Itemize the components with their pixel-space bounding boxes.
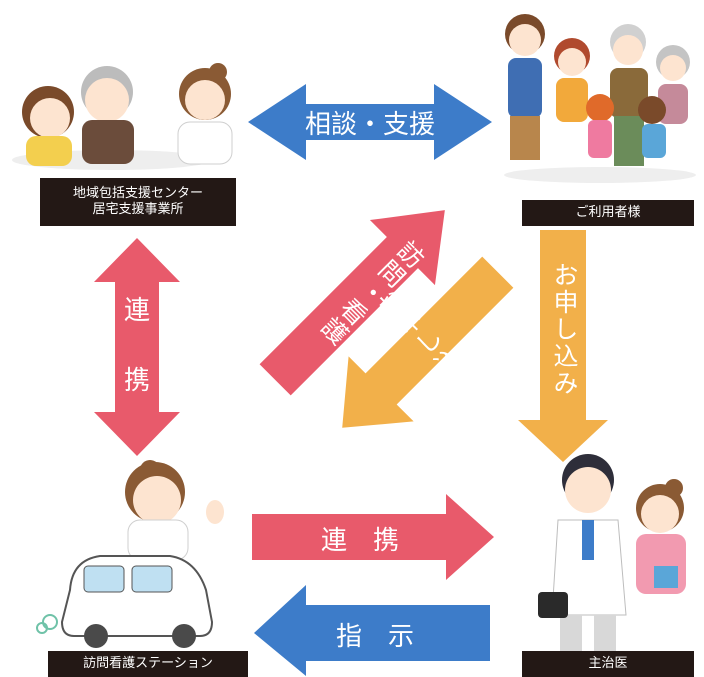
consult-support-arrow [248, 84, 492, 160]
apply-vertical-arrow [518, 230, 608, 462]
users-label-text: ご利用者様 [575, 204, 641, 220]
nursing-station-label-text: 訪問看護ステーション [83, 655, 213, 671]
care-center-label-line1: 地域包括支援センター [72, 185, 203, 201]
doctor-label: 主治医 [522, 651, 694, 677]
users-label: ご利用者様 [522, 200, 694, 226]
family-illustration [504, 14, 696, 183]
doctor-illustration [538, 454, 686, 655]
doctor-label-text: 主治医 [588, 655, 628, 671]
renkei-horizontal-arrow [252, 494, 494, 580]
care-center-label-line2: 居宅支援事業所 [92, 202, 184, 217]
visit-nursing-arrow [259, 210, 445, 396]
care-center-label: 地域包括支援センター 居宅支援事業所 [40, 178, 236, 226]
renkei-vertical-arrow [94, 238, 180, 456]
instruction-arrow [254, 585, 490, 676]
care-center-illustration [12, 63, 233, 170]
apply-diagonal-arrow [342, 256, 514, 428]
nursing-station-illustration [36, 460, 224, 648]
nursing-station-label: 訪問看護ステーション [48, 651, 248, 677]
